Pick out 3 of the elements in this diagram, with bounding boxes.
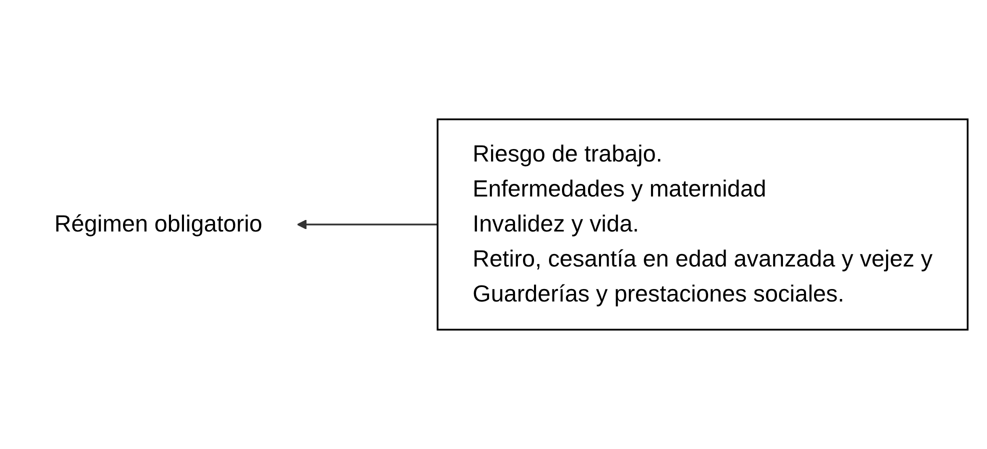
node-text: Régimen obligatorio	[54, 212, 262, 238]
node-box: Riesgo de trabajo. Enfermedades y maternidad Invalidez y vida. Retiro, cesantía en edad avanzada y vejez y Guarderías y prestaciones sociales.	[436, 118, 969, 331]
arrow	[296, 219, 438, 230]
